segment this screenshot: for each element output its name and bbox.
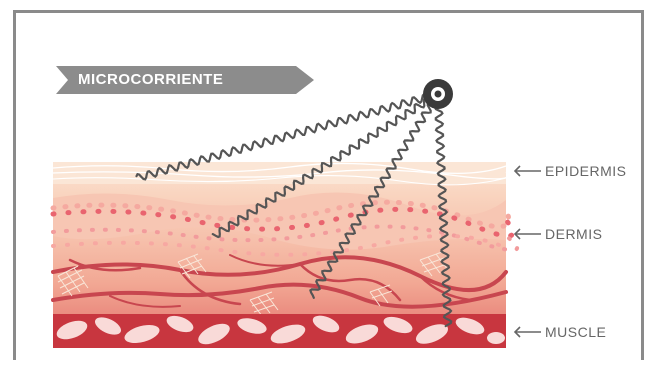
arrow-left-icon	[513, 228, 541, 240]
arrow-left-icon	[513, 165, 541, 177]
electrode-icon	[423, 79, 453, 109]
banner-label: MICROCORRIENTE	[78, 70, 223, 90]
dermis-label: DERMIS	[545, 226, 602, 242]
muscle-layer	[53, 312, 506, 348]
arrow-left-icon	[513, 326, 541, 338]
epidermis-label: EPIDERMIS	[545, 163, 627, 179]
muscle-label: MUSCLE	[545, 324, 606, 340]
